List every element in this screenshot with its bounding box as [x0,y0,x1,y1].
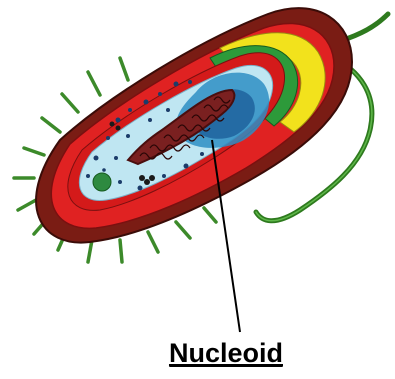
nucleoid-label: Nucleoid [169,338,283,368]
plasmid-dot [93,173,111,191]
